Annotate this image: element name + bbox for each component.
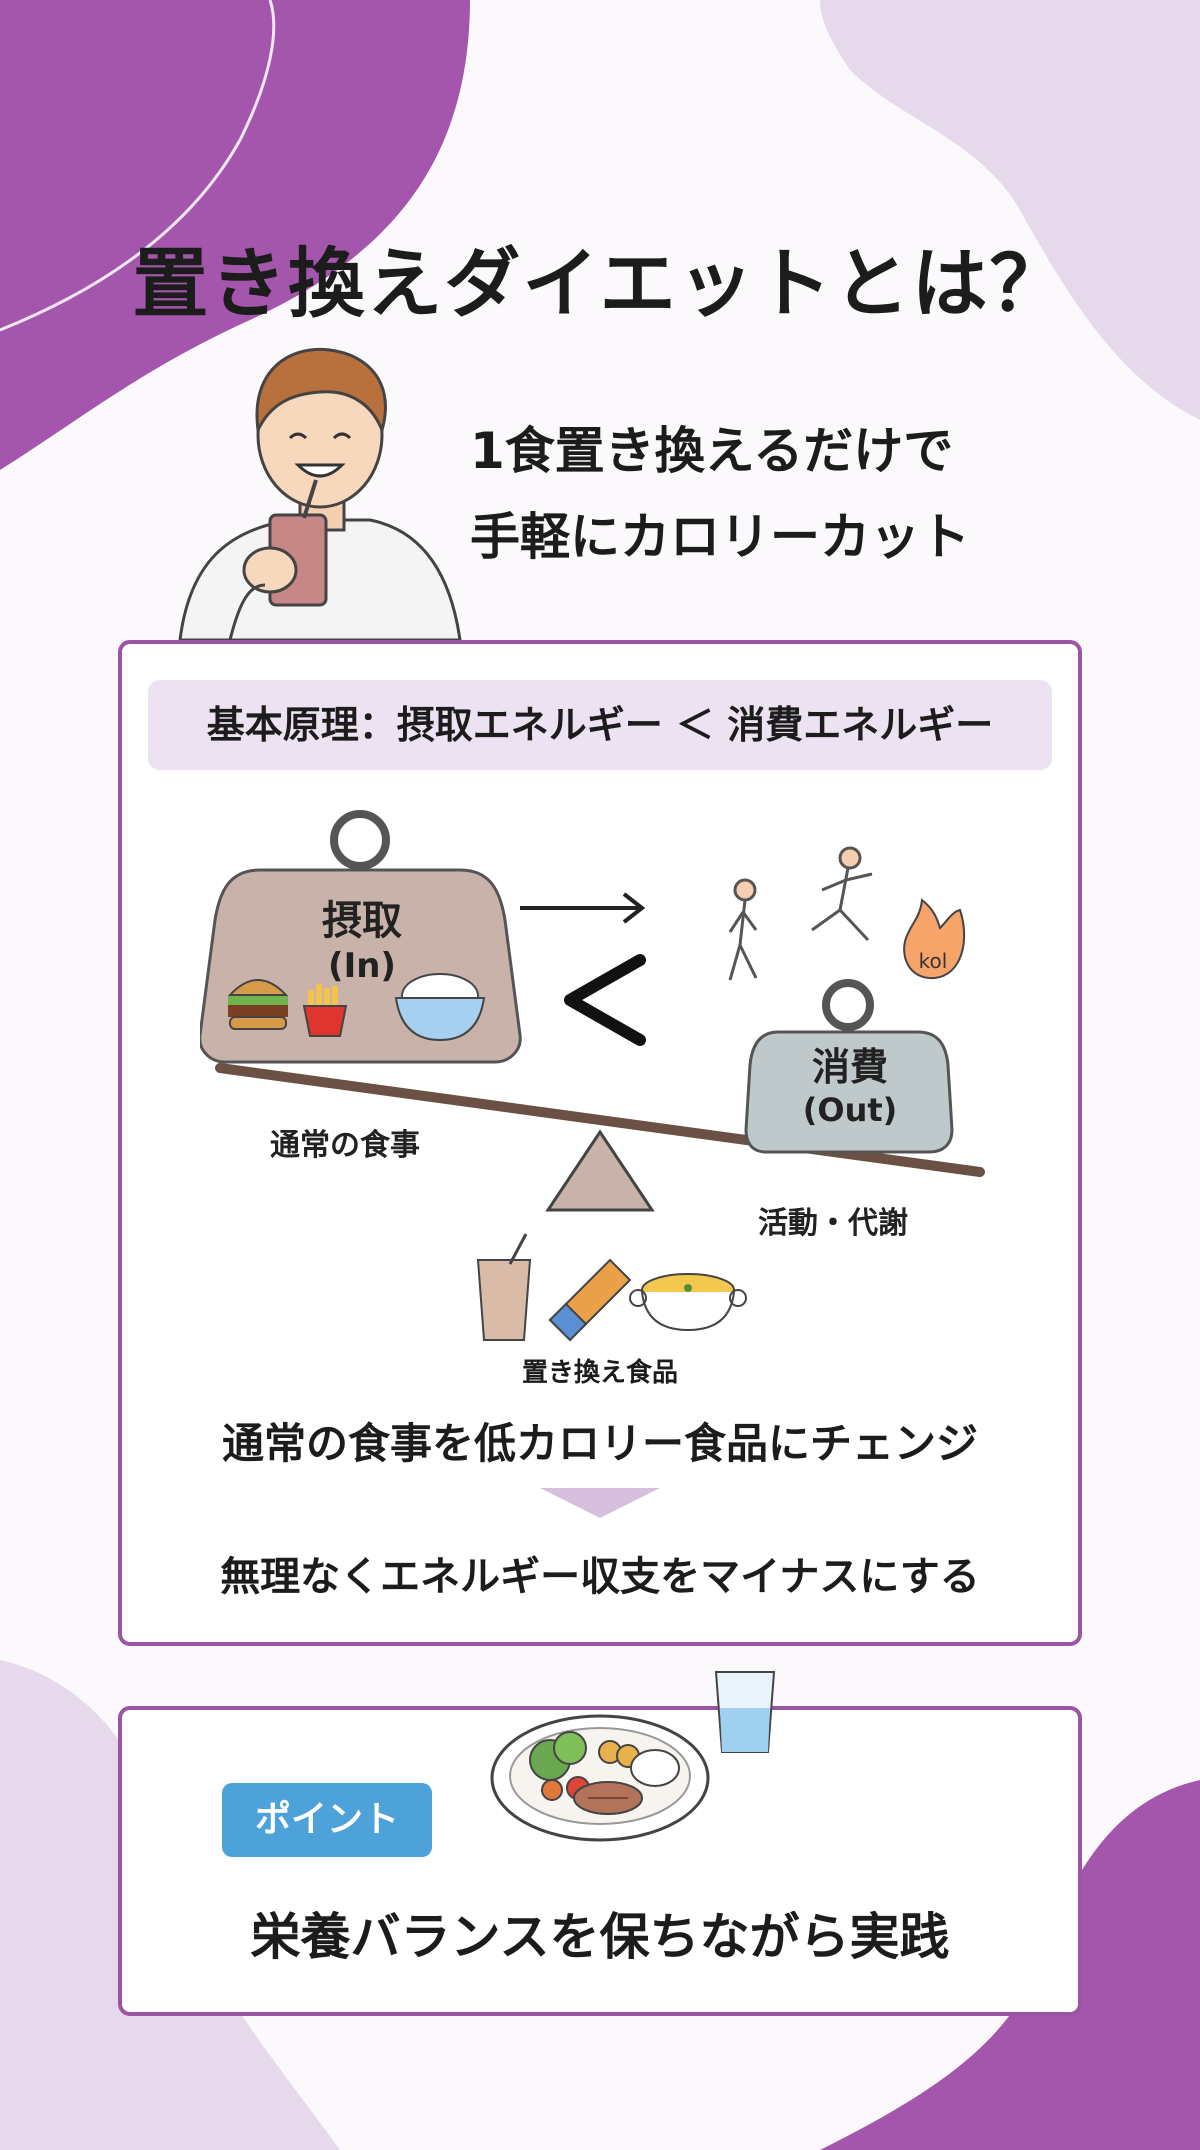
less-than-icon [564, 954, 646, 1046]
rice-bowl-icon [394, 973, 486, 1042]
output-caption: 活動・代謝 [758, 1206, 908, 1241]
burger-icon [227, 979, 289, 1030]
output-title: 消費 [811, 1045, 888, 1089]
intake-caption: 通常の食事 [270, 1128, 420, 1163]
flame-text: kol [919, 949, 948, 973]
fries-icon [302, 984, 348, 1037]
running-person-icon [811, 846, 873, 942]
point-badge: ポイント [222, 1783, 432, 1857]
point-text: 栄養バランスを保ちながら実践 [250, 1908, 950, 1966]
output-weight-label: 消費 (Out) [780, 1036, 920, 1129]
subtitle-line-1: 1食置き換えるだけで [470, 422, 954, 480]
intake-title: 摂取 [322, 898, 402, 944]
principle-banner: 基本原理：摂取エネルギー ＜ 消費エネルギー [148, 680, 1052, 770]
walking-person-icon [728, 878, 758, 981]
water-glass-icon [714, 1671, 776, 1753]
point-card [118, 1706, 1082, 2016]
potatoes-icon [598, 1740, 640, 1768]
intake-sub: (In) [328, 946, 396, 986]
message-line-2: 無理なくエネルギー収支をマイナスにする [220, 1554, 980, 1600]
man-drinking-smoothie-illustration [178, 347, 462, 640]
down-arrow-icon [540, 1488, 660, 1518]
shake-glass-icon [476, 1233, 532, 1341]
message-line-1: 通常の食事を低カロリー食品にチェンジ [221, 1419, 978, 1468]
subtitle-line-2: 手軽にカロリーカット [470, 508, 970, 566]
soup-bowl-icon [629, 1273, 747, 1332]
output-sub: (Out) [802, 1091, 898, 1129]
balance-scale-illustration: kol [200, 810, 985, 1212]
subtitle: 1食置き換えるだけで 手軽にカロリーカット [470, 408, 970, 580]
intake-weight-label: 摂取 (In) [292, 888, 432, 986]
balanced-meal-illustration [490, 1671, 776, 1842]
rice-icon [630, 1749, 680, 1787]
flame-icon: kol [903, 898, 966, 980]
replacement-foods-illustration [476, 1233, 747, 1342]
protein-bar-icon [548, 1258, 632, 1342]
steak-icon [573, 1781, 643, 1815]
replacement-caption: 置き換え食品 [521, 1358, 678, 1388]
page-title: 置き換えダイエットとは？ [132, 239, 1068, 328]
